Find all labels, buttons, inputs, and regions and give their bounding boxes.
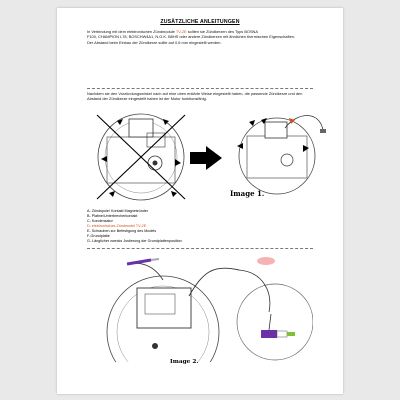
- note-paragraph: Nachdem sie den Vorzündungswinkel nach a…: [87, 91, 303, 102]
- divider: [87, 248, 313, 249]
- legend-item: G- Länglicher zwecks Justierung der Grun…: [87, 239, 182, 243]
- intro-line1-post: sollten sie Zündkerzen des Typs BOSNA: [187, 29, 258, 34]
- image2-caption: Image 2.: [170, 359, 199, 365]
- manual-page: ZUSÄTZLICHE ANLEITUNGEN In Verbindung mi…: [57, 8, 343, 394]
- image1-before-diagram: [96, 113, 186, 201]
- intro-paragraph: In Verbindung mit dem elektronischen Zün…: [87, 29, 315, 45]
- intro-line2: F100, CHAMPION L78, BOSCHW4A1, N.G.K. B8…: [87, 34, 296, 40]
- intro-line3: Der Abstand beim Einbau der Zündkerze so…: [87, 39, 222, 45]
- callout-marker: [257, 257, 275, 265]
- legend-item: F-Grundplatte: [87, 234, 110, 238]
- legend-item: E- Schrauben zur Befestigung des Models: [87, 229, 157, 233]
- intro-line1-pre: In Verbindung mit dem elektronischen Zün…: [87, 29, 175, 34]
- legend-item: A- Zündspule/ Kontakt Magnetzünder: [87, 209, 149, 213]
- image2-diagram: [106, 258, 313, 362]
- legend-item: D- elektronisches Zündmodel TV-2E: [87, 224, 147, 228]
- parts-legend: A- Zündspule/ Kontakt Magnetzünder B- Pl…: [87, 209, 317, 244]
- legend-item: B- Platine/Unterbrecherkontakt: [87, 214, 138, 218]
- right-arrow-icon: [190, 146, 222, 170]
- divider: [87, 88, 313, 89]
- page-title: ZUSÄTZLICHE ANLEITUNGEN: [160, 19, 240, 25]
- legend-item: C- Kondensator: [87, 219, 113, 223]
- image1-after-diagram: [237, 115, 326, 195]
- model-name: TV-2E: [175, 29, 187, 34]
- image1-caption: Image 1.: [230, 189, 265, 198]
